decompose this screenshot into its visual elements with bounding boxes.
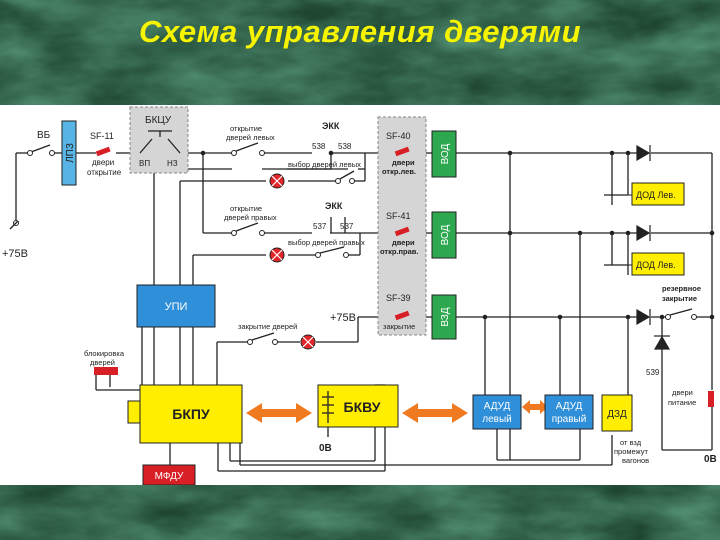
from-vzd-label: от взд bbox=[620, 438, 642, 447]
sf11-breaker bbox=[95, 146, 111, 157]
dod-block-1 bbox=[631, 182, 685, 206]
plus75-left-label: +75В bbox=[2, 248, 28, 260]
vod-block-2 bbox=[431, 211, 457, 259]
sf41-sub-label: двери bbox=[392, 238, 415, 247]
sf11-sub-label-2: открытие bbox=[87, 168, 122, 177]
vzd-block bbox=[431, 294, 457, 340]
doors-power-label: двери bbox=[672, 388, 693, 397]
bkpu-label: БКПУ bbox=[172, 406, 210, 422]
node-537a: 537 bbox=[313, 222, 327, 231]
zero-right-label: 0В bbox=[704, 454, 717, 465]
open-right-label: открытие bbox=[230, 204, 262, 213]
node-537b: 537 bbox=[340, 222, 354, 231]
sf41-label: SF-41 bbox=[386, 211, 411, 221]
from-vzd-label-2: промежут bbox=[614, 447, 648, 456]
node-539: 539 bbox=[646, 368, 660, 377]
open-left-label-2: дверей левых bbox=[226, 133, 275, 142]
door-control-schematic: ЛПЗ SF-11 двери открытие ВБ +75В БКЦУ ВП… bbox=[0, 105, 720, 485]
sf40-breaker bbox=[394, 146, 410, 157]
doors-power-breaker bbox=[708, 391, 714, 407]
plus75-mid-label: +75В bbox=[330, 312, 356, 324]
lpz-label: ЛПЗ bbox=[65, 143, 76, 163]
block-button bbox=[94, 367, 118, 375]
dod-label-1: ДОД Лев. bbox=[636, 190, 676, 200]
sf41-breaker bbox=[394, 226, 410, 237]
dod-block-2 bbox=[631, 252, 685, 276]
upi-block bbox=[136, 284, 216, 328]
adud-left-block bbox=[472, 394, 522, 430]
select-left-label: выбор дверей левых bbox=[288, 160, 361, 169]
sf39-sub-label: закрытие bbox=[383, 322, 415, 331]
bkvu-block bbox=[317, 384, 399, 428]
adud-right-block bbox=[544, 394, 594, 430]
adud-left-label: АДУД bbox=[484, 401, 511, 412]
sf11-label: SF-11 bbox=[90, 131, 114, 141]
dzd-label: ДЗД bbox=[607, 409, 627, 420]
ekk-top-label: ЭКК bbox=[322, 121, 340, 131]
reserve-label-2: закрытие bbox=[662, 294, 697, 303]
sf40-label: SF-40 bbox=[386, 131, 411, 141]
sf39-breaker bbox=[394, 310, 410, 321]
sf11-sub-label: двери bbox=[92, 158, 114, 167]
slide-title: Схема управления дверями bbox=[138, 14, 582, 49]
node-538b: 538 bbox=[338, 142, 352, 151]
vod-label-1: ВОД bbox=[440, 143, 451, 164]
nz-label: НЗ bbox=[167, 159, 178, 168]
vzd-label: ВЗД bbox=[440, 307, 451, 326]
vb-label: ВБ bbox=[37, 130, 51, 141]
sf40-sub-label: двери bbox=[392, 158, 415, 167]
zero-mid-label: 0В bbox=[319, 443, 332, 454]
ekk-mid-label: ЭКК bbox=[325, 201, 343, 211]
node-538a: 538 bbox=[312, 142, 326, 151]
block-label: блокировка bbox=[84, 349, 125, 358]
bkcu-label: БКЦУ bbox=[145, 115, 172, 126]
bkpu-handle bbox=[127, 400, 141, 424]
adud-left-label-2: левый bbox=[482, 414, 511, 425]
reserve-label: резервное bbox=[662, 284, 701, 293]
dzd-block bbox=[601, 394, 633, 432]
upi-label: УПИ bbox=[165, 301, 188, 313]
dod-label-2: ДОД Лев. bbox=[636, 260, 676, 270]
lpz-block bbox=[61, 120, 77, 186]
bkcu-box bbox=[129, 106, 189, 174]
vod-block-1 bbox=[431, 130, 457, 178]
from-vzd-label-3: вагонов bbox=[622, 456, 649, 465]
sf40-sub-label-2: откр.лев. bbox=[382, 167, 416, 176]
adud-right-label: АДУД bbox=[556, 401, 583, 412]
adud-right-label-2: правый bbox=[552, 414, 587, 425]
vod-label-2: ВОД bbox=[440, 224, 451, 245]
open-right-label-2: дверей правых bbox=[224, 213, 277, 222]
open-left-label: открытие bbox=[230, 124, 262, 133]
close-doors-label: закрытие дверей bbox=[238, 322, 297, 331]
select-right-label: выбор дверей правых bbox=[288, 238, 365, 247]
doors-power-label-2: питание bbox=[668, 398, 696, 407]
bkvu-label: БКВУ bbox=[344, 399, 381, 415]
mfdu-block bbox=[142, 464, 196, 485]
sf39-label: SF-39 bbox=[386, 293, 411, 303]
bkpu-block bbox=[139, 384, 243, 444]
mfdu-label: МФДУ bbox=[155, 471, 184, 482]
block-label-2: дверей bbox=[90, 358, 115, 367]
vp-label: ВП bbox=[139, 159, 150, 168]
sf41-sub-label-2: откр.прав. bbox=[380, 247, 418, 256]
